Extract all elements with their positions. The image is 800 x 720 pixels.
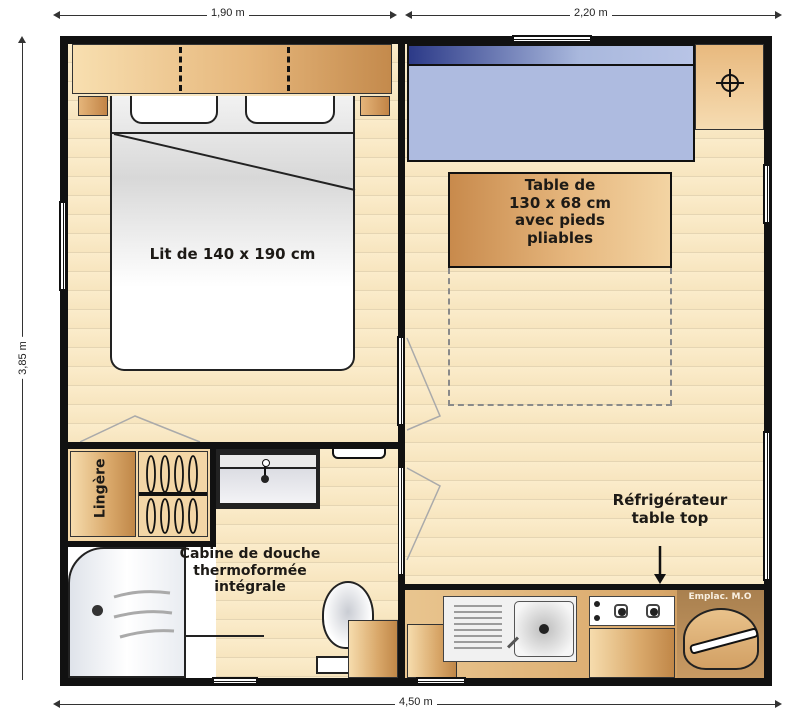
wash-basin <box>220 469 316 503</box>
wall-right <box>764 36 772 686</box>
drain-icon <box>261 475 269 483</box>
bathroom-vanity <box>216 449 320 509</box>
double-bed <box>110 96 356 371</box>
bench-backrest <box>409 46 693 66</box>
wall-closet-side <box>210 449 216 547</box>
microwave-space: Emplac. M.O <box>677 590 764 678</box>
towel-rail <box>332 449 386 459</box>
kitchen-counter: Emplac. M.O <box>405 590 764 678</box>
folding-table <box>448 172 672 268</box>
window-living-bottom <box>416 677 466 685</box>
door-swing-living <box>406 337 441 431</box>
fridge-arrow-icon <box>654 546 666 584</box>
counter-edge <box>405 584 764 590</box>
door-bedroom-living[interactable] <box>397 336 405 426</box>
dimension-label-top-right: 2,20 m <box>570 7 612 19</box>
door-swing-bedroom <box>80 415 201 443</box>
wall-bedroom-bath <box>60 442 405 449</box>
nightstand-left <box>78 96 108 116</box>
pillow-left <box>130 96 218 124</box>
linen-label: Lingère <box>92 458 109 519</box>
hanging-rail <box>138 451 208 537</box>
kitchen-cabinet-stove <box>589 628 675 678</box>
pillow-right <box>245 96 335 124</box>
nightstand-right <box>360 96 390 116</box>
bathroom-cabinet <box>348 620 398 678</box>
table-extended-outline <box>448 268 672 406</box>
bench-seat <box>407 44 695 162</box>
headboard-cabinet <box>72 44 392 94</box>
corner-cabinet <box>695 44 764 130</box>
crosshair-icon <box>716 69 744 97</box>
bed-label: Lit de 140 x 190 cm <box>149 245 316 263</box>
duvet-fold-line <box>113 133 356 191</box>
dimension-label-top-left: 1,90 m <box>207 7 249 19</box>
window-bathroom-bottom <box>212 677 258 685</box>
dimension-label-bottom: 4,50 m <box>395 696 437 708</box>
sink-drain-icon <box>539 624 549 634</box>
window-living-right-top <box>763 164 771 224</box>
window-bedroom-left <box>59 201 67 291</box>
knob-icon <box>594 601 600 607</box>
shower-door-track <box>186 635 264 637</box>
fridge-label: Réfrigérateur table top <box>612 491 728 527</box>
microwave-label: Emplac. M.O <box>688 592 752 602</box>
door-swing-bath <box>406 467 441 561</box>
dimension-label-left: 3,85 m <box>16 337 29 379</box>
linen-closet <box>68 449 210 541</box>
linen-shelf <box>70 451 136 537</box>
window-living-right-bottom <box>763 431 771 581</box>
floor-plan: Lit de 140 x 190 cm Lingère <box>59 35 772 686</box>
knob-icon <box>594 615 600 621</box>
wall-top <box>60 36 772 44</box>
window-living-top <box>512 35 592 43</box>
sink-basin <box>514 601 574 657</box>
table-label: Table de 130 x 68 cm avec pieds pliables <box>508 176 612 248</box>
shower-label: Cabine de douche thermoformée intégrale <box>179 546 321 596</box>
door-bathroom-living[interactable] <box>397 466 405 576</box>
wall-closet-bottom <box>60 541 216 547</box>
kitchen-sink <box>443 596 577 662</box>
microwave-turntable <box>683 608 760 670</box>
drainboard <box>454 605 502 653</box>
wall-left <box>60 36 68 686</box>
faucet-icon <box>262 459 270 467</box>
shower-cabin <box>68 547 186 678</box>
shower-drain-icon <box>92 605 103 616</box>
cooktop <box>589 596 675 626</box>
